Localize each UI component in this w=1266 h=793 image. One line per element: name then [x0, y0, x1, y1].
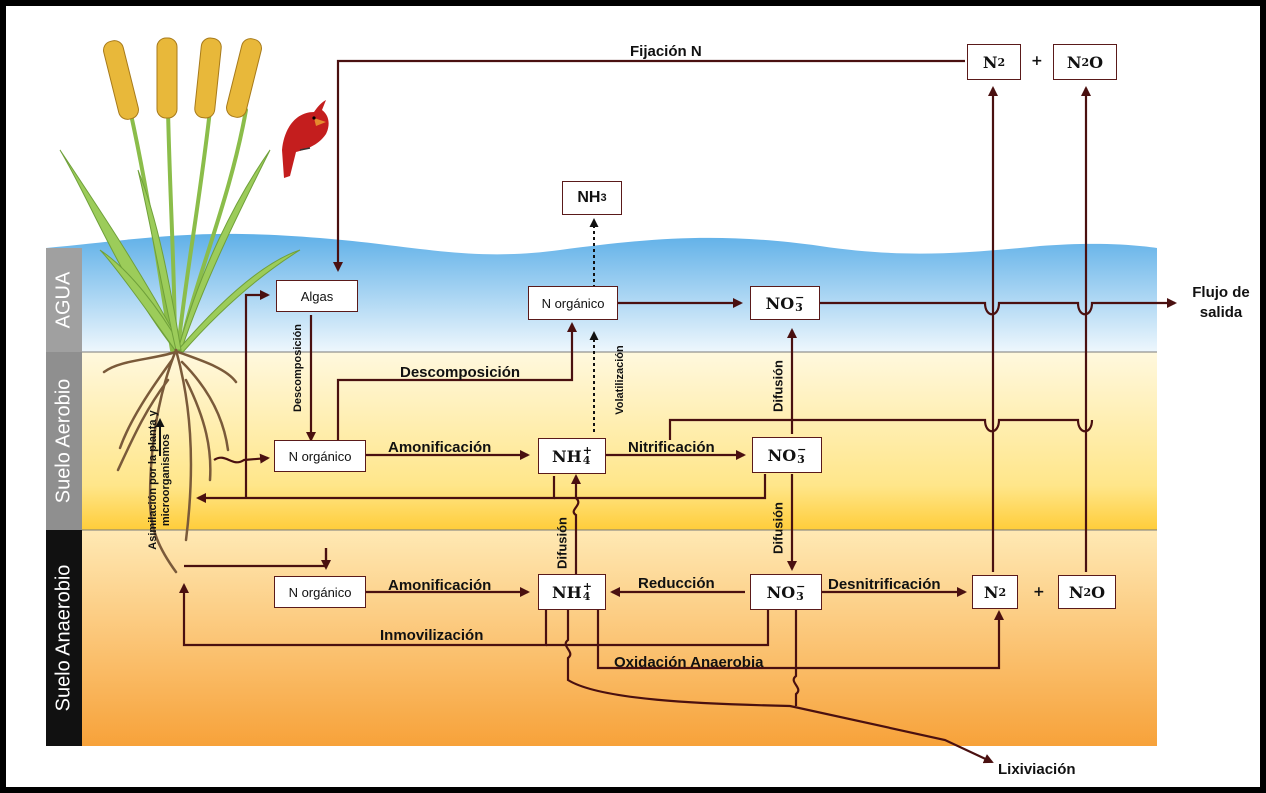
- n-organico-aerobic-box: N orgánico: [274, 440, 366, 472]
- no3-anaerobic-box: NO−3: [750, 574, 822, 610]
- zone-bar-water: [46, 248, 82, 352]
- label-oxidacion-anaerobia: Oxidación Anaerobia: [614, 654, 764, 671]
- label-asimilacion: Asimilación por la planta y microorganis…: [147, 410, 172, 550]
- label-descomposicion: Descomposición: [400, 364, 521, 381]
- label-descomposicion-vertical: Descomposición: [292, 323, 304, 413]
- label-fijacion: Fijación N: [630, 43, 702, 60]
- nh4-anaerobic-box: NH+4: [538, 574, 606, 610]
- label-volatilizacion: Volatilización: [614, 345, 626, 415]
- n-organico-anaerobic-box: N orgánico: [274, 576, 366, 608]
- plus-top: +: [1031, 53, 1043, 69]
- zone-bar-anaerobic: [46, 530, 82, 746]
- zone-label-water: AGUA: [52, 271, 75, 329]
- label-difusion-nh4: Difusión: [554, 517, 570, 569]
- label-lixiviacion: Lixiviación: [998, 761, 1076, 778]
- nh4-aerobic-box: NH+4: [538, 438, 606, 474]
- label-difusion-no3: Difusión: [770, 502, 786, 554]
- cattail-plant-icon: [59, 37, 301, 574]
- algas-box: Algas: [276, 280, 358, 312]
- label-inmovilizacion: Inmovilización: [380, 627, 484, 644]
- label-amonificacion-aerobic: Amonificación: [388, 439, 492, 456]
- label-amonificacion-anaerobic: Amonificación: [388, 577, 492, 594]
- label-desnitrificacion: Desnitrificación: [828, 576, 941, 593]
- label-flujo-salida: Flujo de salida: [1192, 284, 1250, 321]
- plus-anaerobic: +: [1033, 584, 1045, 600]
- label-reduccion: Reducción: [638, 575, 715, 592]
- label-difusion-water: Difusión: [770, 360, 786, 412]
- zone-bar-aerobic: [46, 352, 82, 530]
- no3-water-box: NO−3: [750, 286, 820, 320]
- cardinal-bird-icon: [282, 100, 329, 178]
- zone-label-anaerobic: Suelo Anaerobio: [52, 564, 75, 712]
- label-nitrificacion: Nitrificación: [628, 439, 715, 456]
- no3-aerobic-box: NO−3: [752, 437, 822, 473]
- zone-label-aerobic: Suelo Aerobio: [52, 378, 75, 504]
- n-organico-water-box: N orgánico: [528, 286, 618, 320]
